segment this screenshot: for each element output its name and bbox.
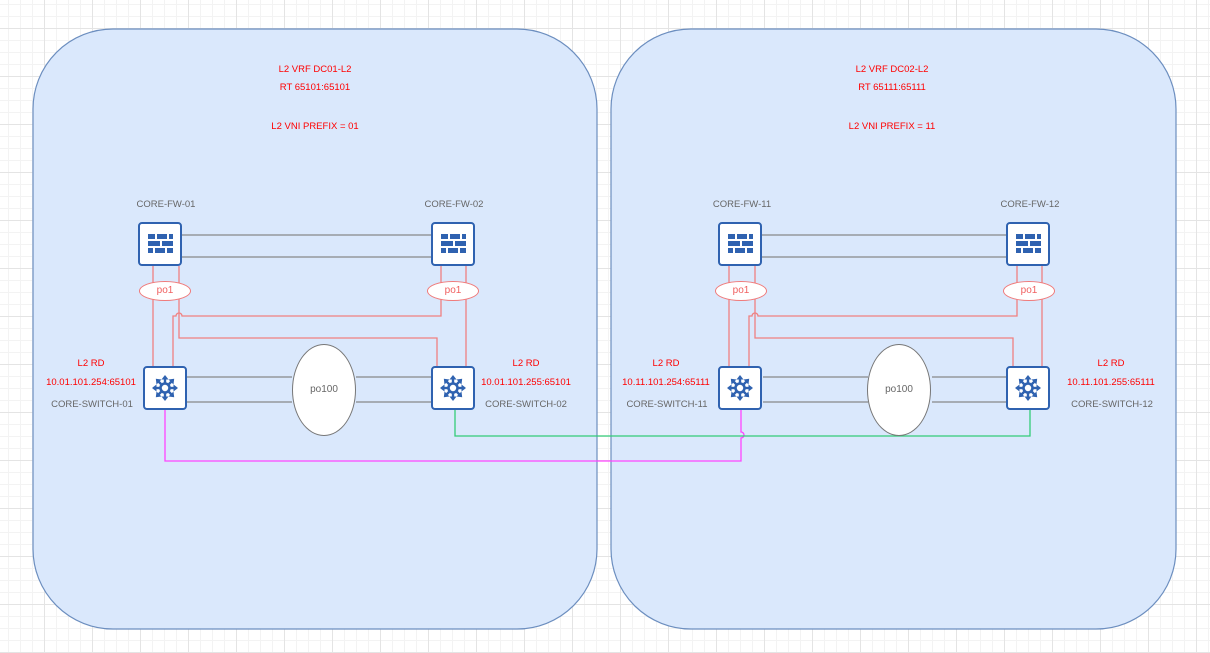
vrf-label: L2 VRF DC02-L2 <box>855 64 929 75</box>
switch-arrows-icon <box>1015 375 1041 401</box>
rd-value: 10.01.101.254:65101 <box>46 377 136 388</box>
firewall-core-fw-12[interactable] <box>1006 222 1050 266</box>
firewall-core-fw-11[interactable] <box>718 222 762 266</box>
firewall-brick-icon <box>728 234 753 253</box>
port-channel-po1[interactable]: po1 <box>139 281 191 301</box>
po1-link[interactable] <box>172 266 442 366</box>
rt-label: RT 65111:65111 <box>858 82 926 93</box>
port-channel-po1[interactable]: po1 <box>715 281 767 301</box>
rd-value: 10.11.101.254:65111 <box>622 377 710 388</box>
switch-name: CORE-SWITCH-12 <box>1071 399 1153 410</box>
po1-link[interactable] <box>754 266 1014 366</box>
firewall-brick-icon <box>148 234 173 253</box>
rd-label: L2 RD <box>77 358 105 369</box>
switch-core-switch-02[interactable] <box>431 366 475 410</box>
port-channel-po1[interactable]: po1 <box>427 281 479 301</box>
switch-core-switch-01[interactable] <box>143 366 187 410</box>
rd-label: L2 RD <box>1097 358 1125 369</box>
switch-arrows-icon <box>152 375 178 401</box>
rd-label: L2 RD <box>652 358 680 369</box>
vni-prefix-label: L2 VNI PREFIX = 11 <box>848 121 936 132</box>
rt-label: RT 65101:65101 <box>279 82 351 93</box>
dci-link-switch02-switch12[interactable] <box>454 410 1031 437</box>
firewall-core-fw-02[interactable] <box>431 222 475 266</box>
switch-core-switch-12[interactable] <box>1006 366 1050 410</box>
switch-name: CORE-SWITCH-01 <box>51 399 133 410</box>
port-channel-po1[interactable]: po1 <box>1003 281 1055 301</box>
switch-arrows-icon <box>440 375 466 401</box>
firewall-name: CORE-FW-11 <box>712 199 772 210</box>
site-container-dc02[interactable] <box>610 28 1177 630</box>
port-channel-po100[interactable]: po100 <box>867 344 931 436</box>
rd-value: 10.11.101.255:65111 <box>1067 377 1155 388</box>
switch-name: CORE-SWITCH-11 <box>626 399 708 410</box>
firewall-core-fw-01[interactable] <box>138 222 182 266</box>
switch-arrows-icon <box>727 375 753 401</box>
firewall-brick-icon <box>1016 234 1041 253</box>
firewall-brick-icon <box>441 234 466 253</box>
po1-link[interactable] <box>748 266 1018 366</box>
port-channel-po100[interactable]: po100 <box>292 344 356 436</box>
firewall-name: CORE-FW-12 <box>1000 199 1060 210</box>
switch-core-switch-11[interactable] <box>718 366 762 410</box>
rd-value: 10.01.101.255:65101 <box>481 377 571 388</box>
rd-label: L2 RD <box>512 358 540 369</box>
po1-link[interactable] <box>178 266 438 366</box>
firewall-name: CORE-FW-02 <box>424 199 484 210</box>
vni-prefix-label: L2 VNI PREFIX = 01 <box>271 121 359 132</box>
site-container-dc01[interactable] <box>32 28 598 630</box>
vrf-label: L2 VRF DC01-L2 <box>278 64 352 75</box>
switch-name: CORE-SWITCH-02 <box>485 399 567 410</box>
firewall-name: CORE-FW-01 <box>136 199 196 210</box>
